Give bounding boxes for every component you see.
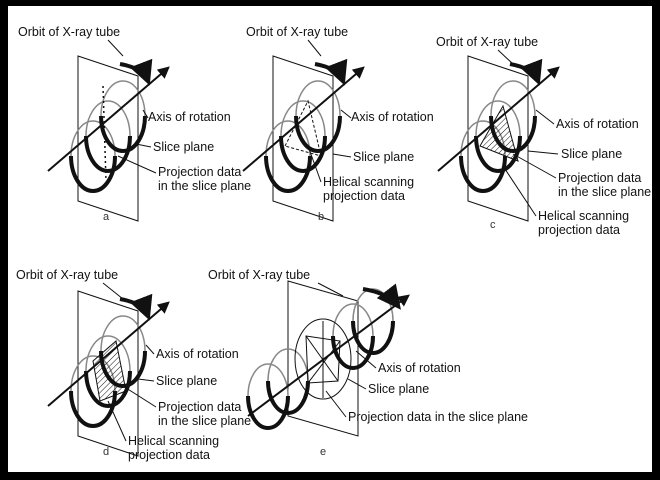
label-axis: Axis of rotation <box>378 361 461 375</box>
label-projection-2: in the slice plane <box>158 414 251 428</box>
label-slice: Slice plane <box>368 382 429 396</box>
label-helical-1: Helical scanning <box>323 175 414 189</box>
label-helical-2: projection data <box>323 189 405 203</box>
label-projection-1: Projection data <box>158 400 241 414</box>
label-orbit: Orbit of X-ray tube <box>208 268 310 282</box>
label-orbit: Orbit of X-ray tube <box>18 25 120 39</box>
panel-e: Orbit of X-ray tube Axis of rotation Sli… <box>208 268 528 458</box>
helix-a <box>47 55 170 222</box>
label-helical-1: Helical scanning <box>128 434 219 448</box>
label-projection: Projection data in the slice plane <box>348 410 528 424</box>
panel-c: Orbit of X-ray tube Axis of rotation Sli… <box>436 35 651 237</box>
panel-a: Orbit of X-ray tube Axis of rotation Sli… <box>18 25 251 223</box>
label-axis: Axis of rotation <box>148 110 231 124</box>
label-projection-1: Projection data <box>158 165 241 179</box>
figure-frame: Orbit of X-ray tube Axis of rotation Sli… <box>8 6 652 472</box>
sublabel-a: a <box>103 211 110 223</box>
label-helical-2: projection data <box>538 223 620 237</box>
label-axis: Axis of rotation <box>351 110 434 124</box>
helix-b <box>242 55 365 222</box>
label-axis: Axis of rotation <box>556 117 639 131</box>
sublabel-e: e <box>320 446 326 458</box>
label-orbit: Orbit of X-ray tube <box>16 268 118 282</box>
sublabel-c: c <box>490 219 496 231</box>
label-orbit: Orbit of X-ray tube <box>436 35 538 49</box>
label-projection-2: in the slice plane <box>558 185 651 199</box>
label-slice: Slice plane <box>156 374 217 388</box>
label-helical-1: Helical scanning <box>538 209 629 223</box>
label-projection-1: Projection data <box>558 171 641 185</box>
label-projection-2: in the slice plane <box>158 179 251 193</box>
label-slice: Slice plane <box>561 147 622 161</box>
helical-ct-diagram: Orbit of X-ray tube Axis of rotation Sli… <box>16 25 651 462</box>
helix-e <box>246 280 410 437</box>
helix-c <box>437 55 560 222</box>
label-helical-2: projection data <box>128 448 210 462</box>
helix-d <box>47 290 170 457</box>
sublabel-b: b <box>318 211 324 223</box>
panel-b: Orbit of X-ray tube Axis of rotation Sli… <box>242 25 434 223</box>
label-axis: Axis of rotation <box>156 347 239 361</box>
label-slice: Slice plane <box>153 140 214 154</box>
panel-d: Orbit of X-ray tube Axis of rotation Sli… <box>16 268 251 462</box>
label-slice: Slice plane <box>353 150 414 164</box>
sublabel-d: d <box>103 446 109 458</box>
label-orbit: Orbit of X-ray tube <box>246 25 348 39</box>
